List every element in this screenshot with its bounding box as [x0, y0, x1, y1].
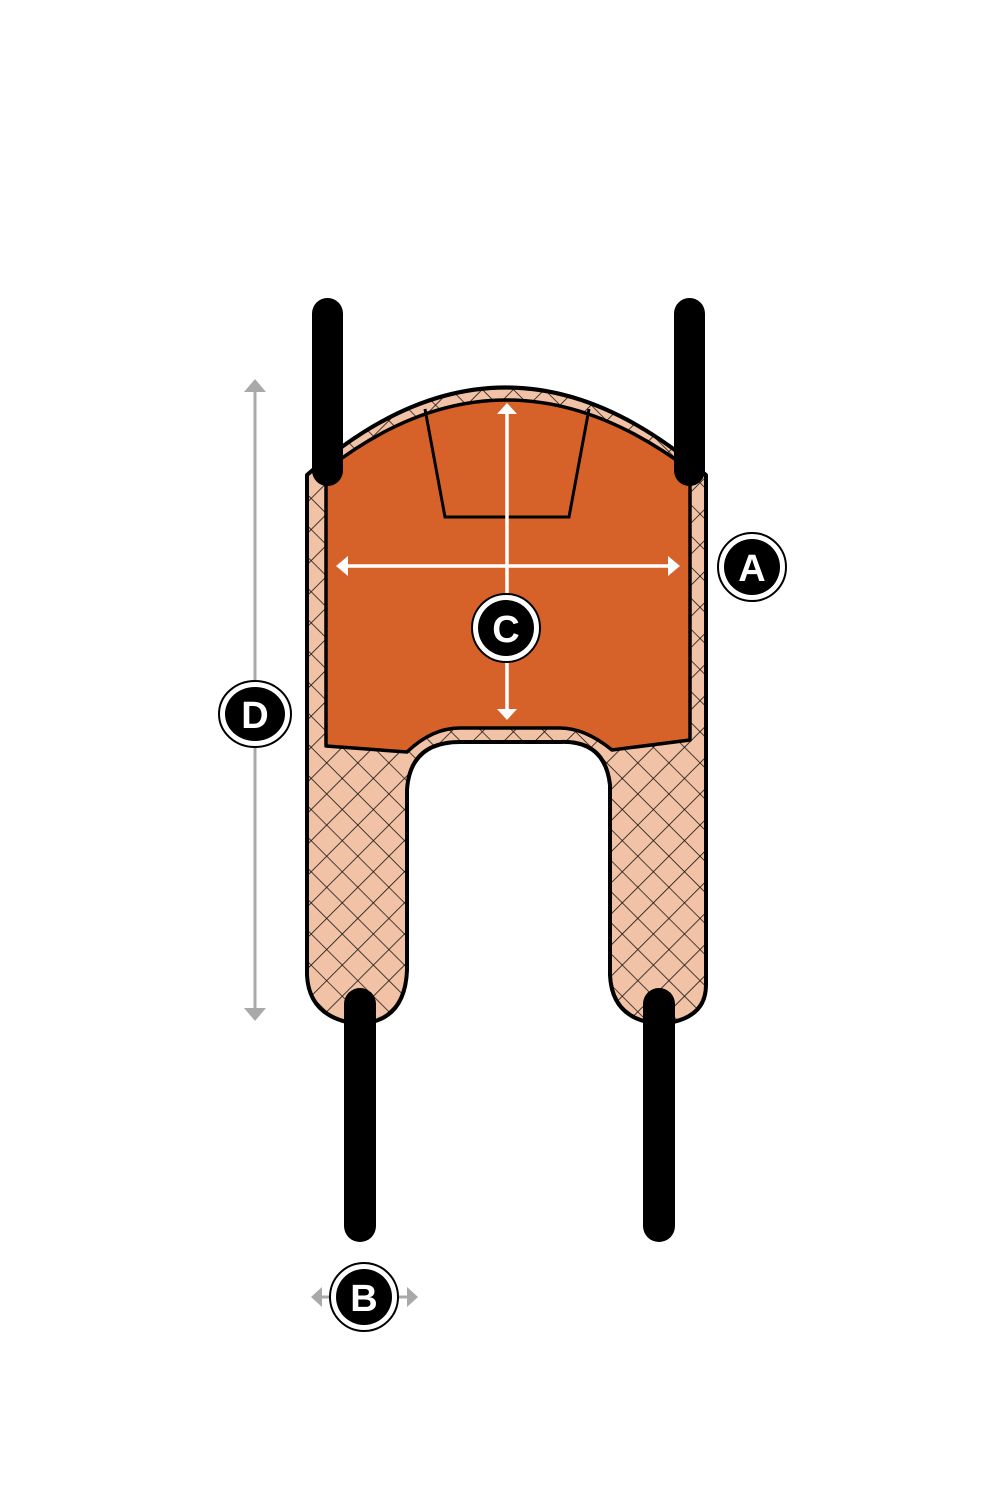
strap-top-left [312, 298, 343, 486]
label-b-text: B [350, 1278, 377, 1320]
label-a-badge: A [717, 532, 787, 602]
strap-bottom-right [643, 988, 675, 1242]
label-b-badge: B [329, 1262, 399, 1332]
label-d-badge: D [218, 680, 292, 748]
label-c-badge: C [471, 593, 541, 663]
strap-top-right [674, 298, 705, 486]
strap-bottom-left [344, 988, 376, 1242]
label-d-text: D [241, 695, 268, 737]
label-c-text: C [492, 609, 519, 651]
label-a-text: A [738, 548, 765, 590]
